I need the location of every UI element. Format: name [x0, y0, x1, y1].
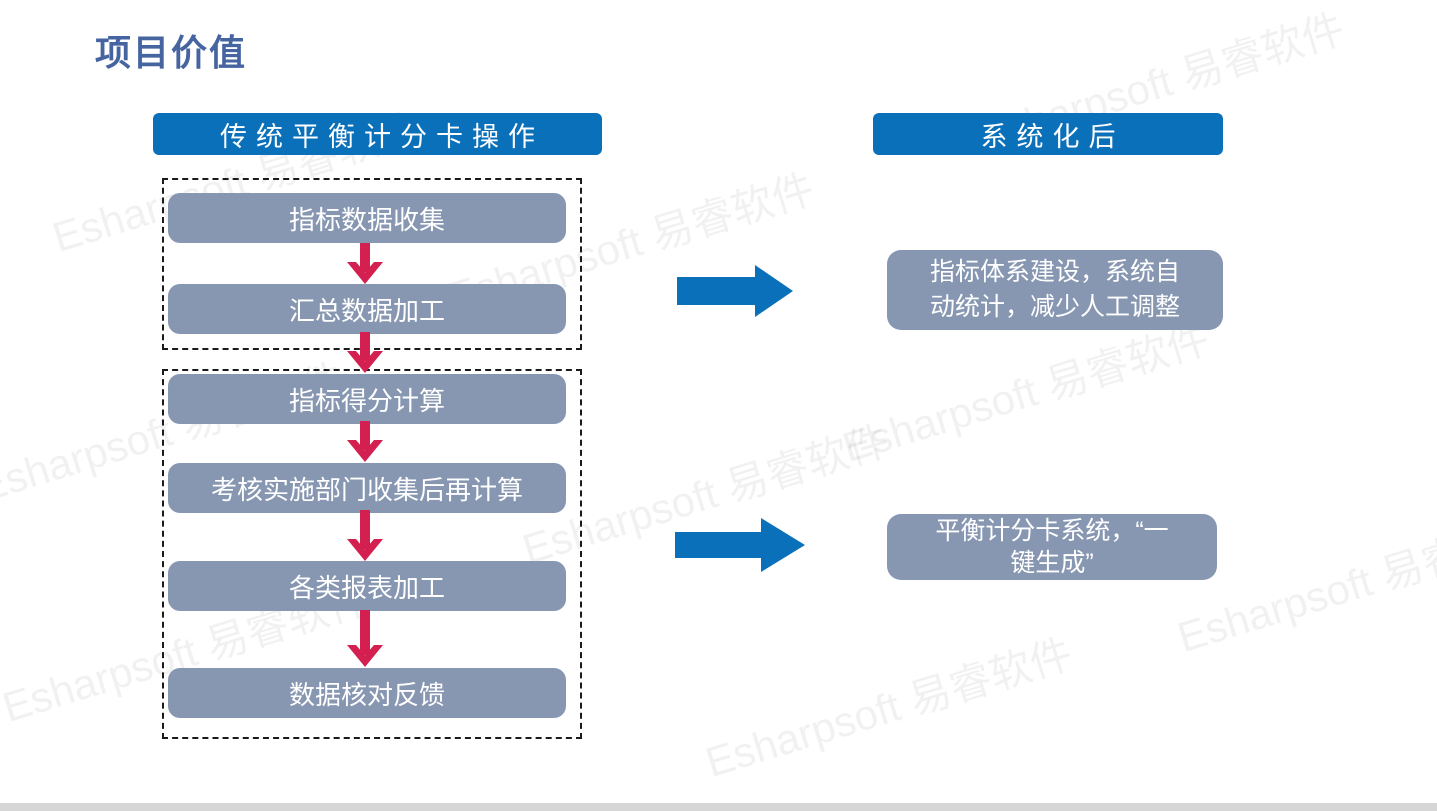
step-box-indicator-score-calculation: 指标得分计算: [168, 374, 566, 424]
result-line: 键生成”: [1010, 549, 1094, 577]
dashed-group-2: [162, 369, 582, 739]
down-arrow-icon: [345, 421, 385, 463]
down-arrow-icon: [345, 243, 385, 285]
down-arrow-stem: [360, 610, 370, 655]
step-box-report-processing: 各类报表加工: [168, 561, 566, 611]
result-line: 平衡计分卡系统，“一: [935, 517, 1169, 545]
result-line: 动统计，减少人工调整: [929, 293, 1180, 321]
result-box-indicator-system: 指标体系建设，系统自 动统计，减少人工调整: [887, 250, 1223, 330]
dashed-group-1: [162, 178, 582, 350]
step-box-data-check-feedback: 数据核对反馈: [168, 668, 566, 718]
result-line: 指标体系建设，系统自: [929, 258, 1180, 286]
down-arrow-stem: [360, 421, 370, 450]
watermark: Esharpsoft 易睿软件: [700, 629, 1078, 786]
right-arrow-icon: [675, 518, 805, 572]
down-arrow-icon: [345, 610, 385, 668]
down-arrow-icon: [345, 332, 385, 374]
watermark: Esharpsoft 易睿软件: [837, 314, 1215, 471]
down-arrow-stem: [360, 332, 370, 361]
step-box-department-recalculation: 考核实施部门收集后再计算: [168, 463, 566, 513]
right-arrow-icon: [677, 265, 793, 317]
down-arrow-stem: [360, 510, 370, 549]
page-title: 项目价值: [95, 32, 248, 73]
right-column-header: 系统化后: [873, 113, 1223, 155]
slide-bottom-bar: [0, 803, 1437, 811]
down-arrow-stem: [360, 243, 370, 272]
result-box-one-click-generation: 平衡计分卡系统，“一 键生成”: [887, 514, 1217, 580]
step-box-indicator-data-collection: 指标数据收集: [168, 193, 566, 243]
step-box-summary-data-processing: 汇总数据加工: [168, 284, 566, 334]
left-column-header: 传统平衡计分卡操作: [153, 113, 602, 155]
down-arrow-icon: [345, 510, 385, 562]
